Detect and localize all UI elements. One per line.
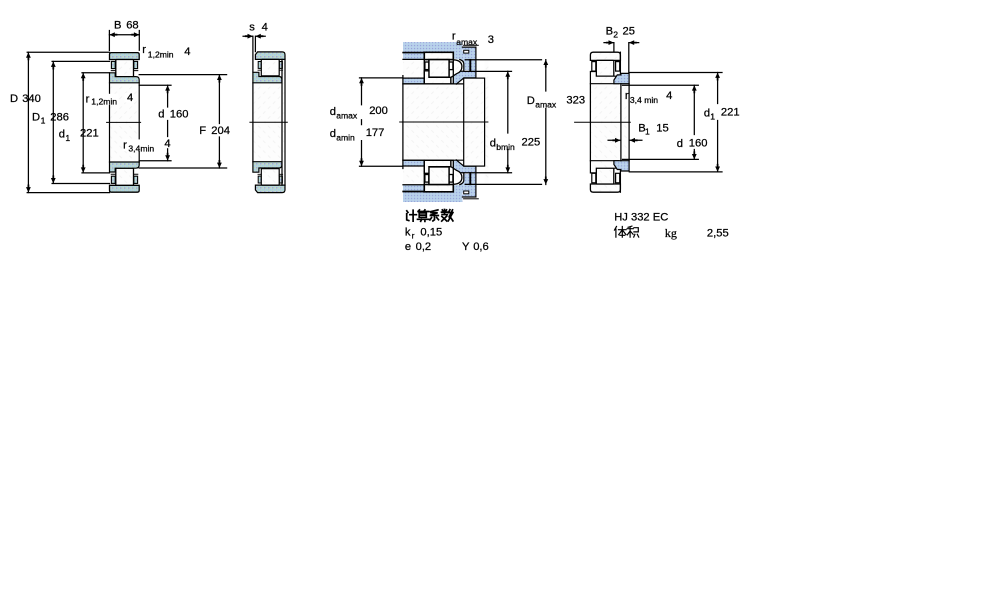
svg-text:kg: kg bbox=[665, 226, 677, 240]
svg-text:B: B bbox=[606, 25, 613, 37]
svg-text:1: 1 bbox=[65, 133, 70, 143]
svg-text:F: F bbox=[199, 125, 206, 137]
svg-text:D: D bbox=[10, 93, 18, 105]
svg-text:r: r bbox=[142, 44, 146, 56]
svg-text:k: k bbox=[405, 226, 411, 238]
svg-text:225: 225 bbox=[522, 137, 541, 149]
svg-text:amax: amax bbox=[336, 111, 358, 121]
svg-text:r: r bbox=[412, 230, 415, 240]
svg-text:D: D bbox=[32, 111, 40, 123]
svg-text:d: d bbox=[704, 107, 710, 119]
svg-text:r: r bbox=[452, 30, 456, 42]
svg-text:3,4min: 3,4min bbox=[128, 143, 154, 153]
svg-text:221: 221 bbox=[80, 128, 99, 140]
svg-text:0,6: 0,6 bbox=[473, 241, 489, 253]
svg-text:0,2: 0,2 bbox=[416, 241, 432, 253]
svg-text:amax: amax bbox=[456, 37, 478, 47]
svg-text:1,2min: 1,2min bbox=[148, 49, 174, 59]
svg-text:204: 204 bbox=[211, 125, 230, 137]
svg-text:Y: Y bbox=[462, 241, 470, 253]
svg-text:25: 25 bbox=[623, 25, 635, 37]
svg-text:e: e bbox=[405, 241, 411, 253]
svg-text:d: d bbox=[330, 128, 336, 140]
svg-text:B: B bbox=[114, 20, 121, 32]
svg-text:15: 15 bbox=[656, 122, 668, 134]
svg-text:r: r bbox=[625, 90, 629, 102]
svg-text:2,55: 2,55 bbox=[707, 227, 729, 239]
svg-text:286: 286 bbox=[50, 111, 69, 123]
svg-text:177: 177 bbox=[366, 127, 385, 139]
svg-text:B: B bbox=[638, 122, 645, 134]
svg-text:340: 340 bbox=[22, 93, 41, 105]
svg-text:1: 1 bbox=[41, 116, 46, 126]
svg-text:2: 2 bbox=[613, 30, 618, 40]
svg-text:4: 4 bbox=[666, 90, 672, 102]
svg-text:4: 4 bbox=[184, 46, 190, 58]
svg-text:amax: amax bbox=[535, 99, 557, 109]
svg-text:amin: amin bbox=[336, 133, 355, 143]
svg-text:HJ 332 EC: HJ 332 EC bbox=[614, 212, 668, 224]
svg-text:3: 3 bbox=[488, 34, 494, 46]
svg-text:d: d bbox=[490, 137, 496, 149]
svg-text:160: 160 bbox=[170, 109, 189, 121]
svg-text:s: s bbox=[249, 22, 255, 34]
svg-text:1,2min: 1,2min bbox=[91, 97, 117, 107]
svg-text:d: d bbox=[59, 129, 65, 141]
svg-text:221: 221 bbox=[721, 107, 740, 119]
svg-text:68: 68 bbox=[126, 20, 138, 32]
svg-text:1: 1 bbox=[710, 112, 715, 122]
svg-text:D: D bbox=[527, 95, 535, 107]
svg-text:bmin: bmin bbox=[496, 142, 515, 152]
svg-text:160: 160 bbox=[689, 138, 708, 150]
svg-text:r: r bbox=[86, 93, 90, 105]
svg-text:1: 1 bbox=[645, 127, 650, 137]
svg-text:4: 4 bbox=[127, 92, 133, 104]
svg-text:d: d bbox=[158, 109, 164, 121]
svg-text:4: 4 bbox=[262, 22, 268, 34]
svg-text:4: 4 bbox=[164, 138, 170, 150]
svg-text:d: d bbox=[677, 138, 683, 150]
svg-text:3,4 min: 3,4 min bbox=[630, 95, 658, 105]
svg-text:200: 200 bbox=[369, 105, 388, 117]
svg-text:0,15: 0,15 bbox=[420, 226, 442, 238]
svg-text:d: d bbox=[330, 106, 336, 118]
svg-text:323: 323 bbox=[566, 94, 585, 106]
svg-text:r: r bbox=[123, 140, 127, 152]
